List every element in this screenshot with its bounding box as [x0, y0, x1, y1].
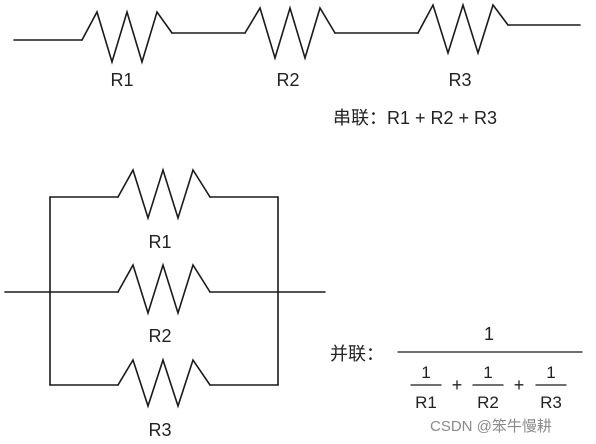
series-formula: 串联：R1 + R2 + R3 — [333, 108, 497, 128]
series-label-r1: R1 — [110, 70, 133, 90]
series-resistor-r1 — [81, 9, 173, 65]
term-denominator: R3 — [540, 393, 562, 412]
term-denominator: R1 — [415, 393, 437, 412]
parallel-formula-label: 并联： — [330, 344, 384, 364]
watermark-text: CSDN @笨牛慢耕 — [430, 417, 552, 435]
series-formula-label: 串联： — [333, 108, 387, 128]
formula-term-r2: 1 R2 — [472, 363, 504, 412]
formula-term-r3: 1 R3 — [535, 363, 567, 412]
term-numerator: 1 — [421, 363, 430, 382]
parallel-resistor-r1 — [117, 167, 211, 221]
series-resistor-r3 — [417, 2, 509, 56]
formula-plus-2: + — [514, 375, 525, 395]
formula-main-numerator: 1 — [484, 324, 494, 344]
parallel-label-r1: R1 — [148, 232, 171, 252]
series-formula-expression: R1 + R2 + R3 — [387, 108, 497, 128]
series-circuit: R1 R2 R3 串联：R1 + R2 + R3 — [13, 2, 581, 128]
formula-plus-1: + — [452, 375, 463, 395]
term-numerator: 1 — [546, 363, 555, 382]
parallel-circuit: R1 R2 R3 — [4, 167, 326, 440]
parallel-formula: 并联： 1 1 R1 + 1 R2 + 1 R3 — [330, 324, 583, 412]
series-resistor-r2 — [244, 5, 336, 61]
term-numerator: 1 — [483, 363, 492, 382]
series-label-r2: R2 — [276, 70, 299, 90]
parallel-resistor-r3 — [117, 357, 211, 409]
series-label-r3: R3 — [448, 70, 471, 90]
parallel-label-r3: R3 — [148, 420, 171, 440]
parallel-resistor-r2 — [117, 262, 211, 316]
formula-term-r1: 1 R1 — [410, 363, 442, 412]
parallel-label-r2: R2 — [148, 326, 171, 346]
term-denominator: R2 — [477, 393, 499, 412]
